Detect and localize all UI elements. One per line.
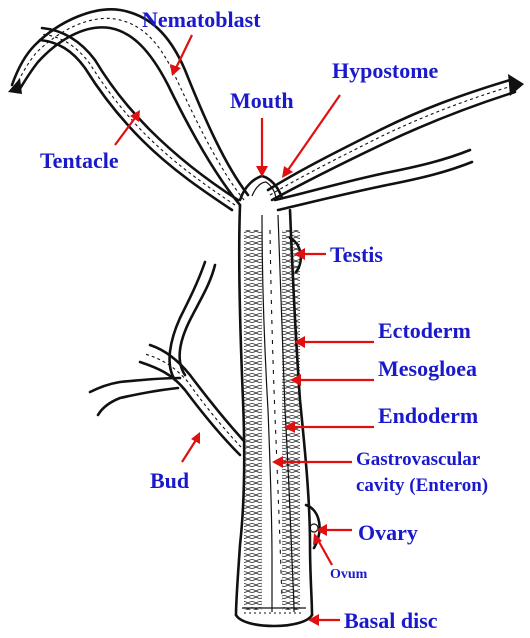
label-ovum: Ovum [330, 567, 368, 582]
right-tentacle [268, 74, 524, 200]
label-tentacle: Tentacle [40, 148, 119, 173]
right-tentacle-branch [275, 150, 472, 210]
ovum-dot [310, 524, 318, 532]
label-bud: Bud [150, 468, 189, 493]
label-mouth: Mouth [230, 88, 294, 113]
label-gastrovascular-line1: Gastrovascular [356, 449, 481, 470]
bud [90, 262, 243, 455]
label-gastrovascular-line2: cavity (Enteron) [356, 475, 488, 496]
label-nematoblast: Nematoblast [142, 7, 261, 32]
label-testis: Testis [330, 242, 383, 267]
body-column [236, 205, 312, 626]
hypostome [240, 176, 282, 200]
label-basal-disc: Basal disc [344, 608, 438, 633]
label-mesogloea: Mesogloea [378, 356, 477, 381]
label-endoderm: Endoderm [378, 403, 478, 428]
label-ectoderm: Ectoderm [378, 318, 471, 343]
label-hypostome: Hypostome [332, 58, 439, 83]
label-ovary: Ovary [358, 520, 418, 545]
